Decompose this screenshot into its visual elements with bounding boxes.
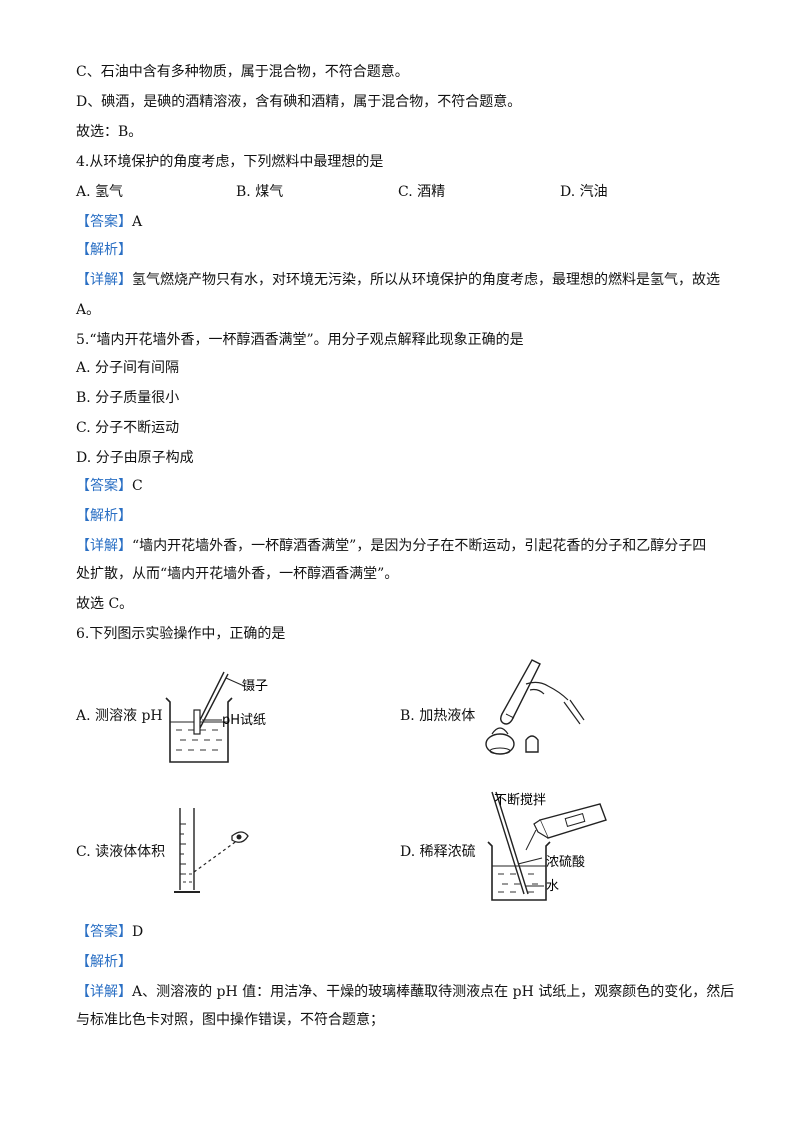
- label-stir: 不断搅拌: [494, 792, 546, 808]
- q5-answer: 【答案】C: [76, 476, 143, 496]
- figure-graduated-cylinder: [174, 808, 249, 893]
- q6-option-c: C. 读液体体积: [76, 844, 166, 860]
- analysis-tag: 【解析】: [76, 508, 132, 524]
- q5-option-b: B. 分子质量很小: [76, 390, 180, 406]
- q4-analysis: 【解析】: [76, 240, 132, 260]
- figure-ph-test: 镊子 pH试纸: [165, 671, 268, 763]
- answer-tag: 【答案】: [76, 924, 132, 940]
- q6-option-a: A. 测溶液 pH: [76, 708, 163, 724]
- q6-answer: 【答案】D: [76, 922, 143, 942]
- q6-analysis: 【解析】: [76, 952, 132, 972]
- analysis-tag: 【解析】: [76, 954, 132, 970]
- q4-option-c: C. 酒精: [398, 184, 446, 200]
- q5-option-a: A. 分子间有间隔: [76, 360, 180, 376]
- label-water: 水: [546, 879, 559, 894]
- q4-answer: 【答案】A: [76, 212, 142, 232]
- q5-answer-value: C: [132, 478, 143, 494]
- detail-tag: 【详解】: [76, 538, 132, 554]
- answer-tag: 【答案】: [76, 478, 132, 494]
- q5-detail: 【详解】“墙内开花墙外香，一杯醇酒香满堂”，是因为分子在不断运动，引起花香的分子…: [76, 536, 706, 556]
- q5-option-c: C. 分子不断运动: [76, 420, 180, 436]
- q4-option-a: A. 氢气: [76, 184, 124, 200]
- detail-tag: 【详解】: [76, 272, 132, 288]
- detail-tag: 【详解】: [76, 984, 132, 1000]
- q4-option-d: D. 汽油: [560, 184, 608, 200]
- label-conc-sulfuric-acid: 浓硫酸: [546, 855, 585, 870]
- q6-option-b: B. 加热液体: [400, 708, 476, 724]
- q6-answer-value: D: [132, 924, 144, 940]
- q6-detail-text: A、测溶液的 pH 值：用洁净、干燥的玻璃棒蘸取待测液点在 pH 试纸上，观察颜…: [132, 984, 735, 1000]
- q5-detail-cont: 处扩散，从而“墙内开花墙外香，一杯醇酒香满堂”。: [76, 566, 399, 582]
- figure-heating-liquid: [485, 659, 585, 755]
- label-ph-paper: pH试纸: [222, 713, 266, 728]
- q6-stem: 6.下列图示实验操作中，正确的是: [76, 626, 286, 642]
- q4-detail: 【详解】氢气燃烧产物只有水，对环境无污染，所以从环境保护的角度考虑，最理想的燃料…: [76, 270, 720, 290]
- q4-detail-text: 氢气燃烧产物只有水，对环境无污染，所以从环境保护的角度考虑，最理想的燃料是氢气，…: [132, 272, 720, 288]
- q5-stem: 5.“墙内开花墙外香，一杯醇酒香满堂”。用分子观点解释此现象正确的是: [76, 332, 524, 348]
- q3-choice: 故选：B。: [76, 124, 143, 140]
- q5-choice: 故选 C。: [76, 596, 134, 612]
- q5-option-d: D. 分子由原子构成: [76, 450, 194, 466]
- option-d-explanation: D、碘酒，是碘的酒精溶液，含有碘和酒精，属于混合物，不符合题意。: [76, 94, 522, 110]
- q4-detail-cont: A。: [76, 302, 101, 318]
- label-tweezers: 镊子: [242, 679, 268, 694]
- answer-tag: 【答案】: [76, 214, 132, 230]
- q5-analysis: 【解析】: [76, 506, 132, 526]
- q6-detail-cont: 与标准比色卡对照，图中操作错误，不符合题意；: [76, 1012, 384, 1028]
- analysis-tag: 【解析】: [76, 242, 132, 258]
- q5-detail-text: “墙内开花墙外香，一杯醇酒香满堂”，是因为分子在不断运动，引起花香的分子和乙醇分…: [132, 538, 707, 554]
- figure-dilute-sulfuric-acid: 不断搅拌 浓硫酸 水: [487, 791, 607, 901]
- q6-detail: 【详解】A、测溶液的 pH 值：用洁净、干燥的玻璃棒蘸取待测液点在 pH 试纸上…: [76, 982, 734, 1002]
- q4-option-b: B. 煤气: [236, 184, 284, 200]
- q4-answer-value: A: [132, 214, 143, 230]
- q6-option-d: D. 稀释浓硫: [400, 844, 476, 860]
- q4-stem: 4.从环境保护的角度考虑，下列燃料中最理想的是: [76, 154, 384, 170]
- option-c-explanation: C、石油中含有多种物质，属于混合物，不符合题意。: [76, 64, 409, 80]
